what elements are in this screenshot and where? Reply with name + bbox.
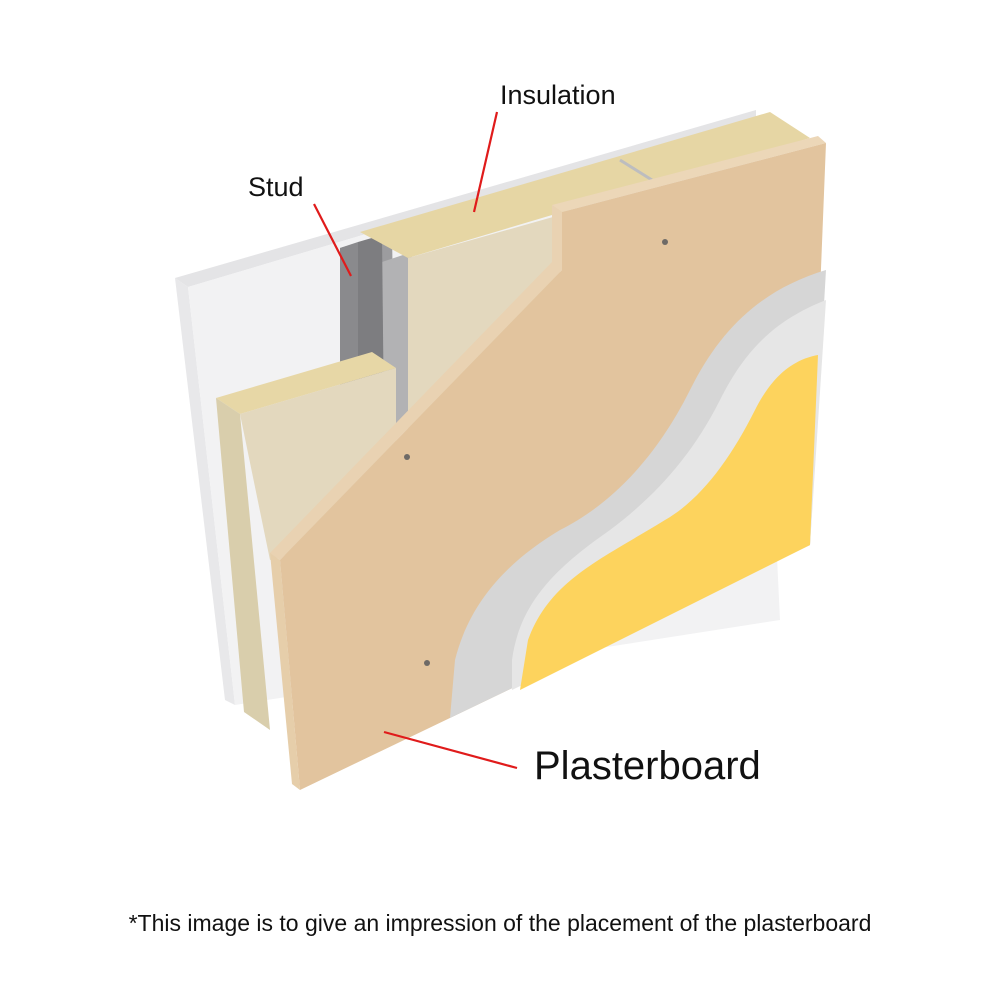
screw-marks <box>404 239 668 666</box>
back-board-face <box>175 110 756 287</box>
plasterboard-panel <box>270 136 826 790</box>
insulation-leader-line <box>472 111 499 213</box>
paint-layer <box>520 355 818 690</box>
insulation-upper-top <box>360 112 810 258</box>
footnote: *This image is to give an impression of … <box>128 910 872 936</box>
insulation-label: Insulation <box>500 80 616 110</box>
plasterboard-left-edge <box>270 553 300 790</box>
insulation-left-side <box>216 398 270 730</box>
stud-leader-line <box>313 203 352 277</box>
plasterboard-top-edge <box>552 136 826 212</box>
insulation-left-top <box>216 352 396 414</box>
finish-layers <box>450 270 826 718</box>
leader-lines <box>313 111 518 770</box>
back-board-side <box>175 278 235 705</box>
stud-label: Stud <box>248 172 304 202</box>
plasterboard-face <box>280 143 826 790</box>
screw-dot <box>424 660 430 666</box>
plasterboard-label: Plasterboard <box>534 744 761 788</box>
insulation-joint-line <box>619 158 653 182</box>
plasterboard-diagonal-edge <box>270 205 562 560</box>
screw-dot <box>662 239 668 245</box>
plasterboard-leader-line <box>383 730 518 770</box>
screw-dot <box>404 454 410 460</box>
